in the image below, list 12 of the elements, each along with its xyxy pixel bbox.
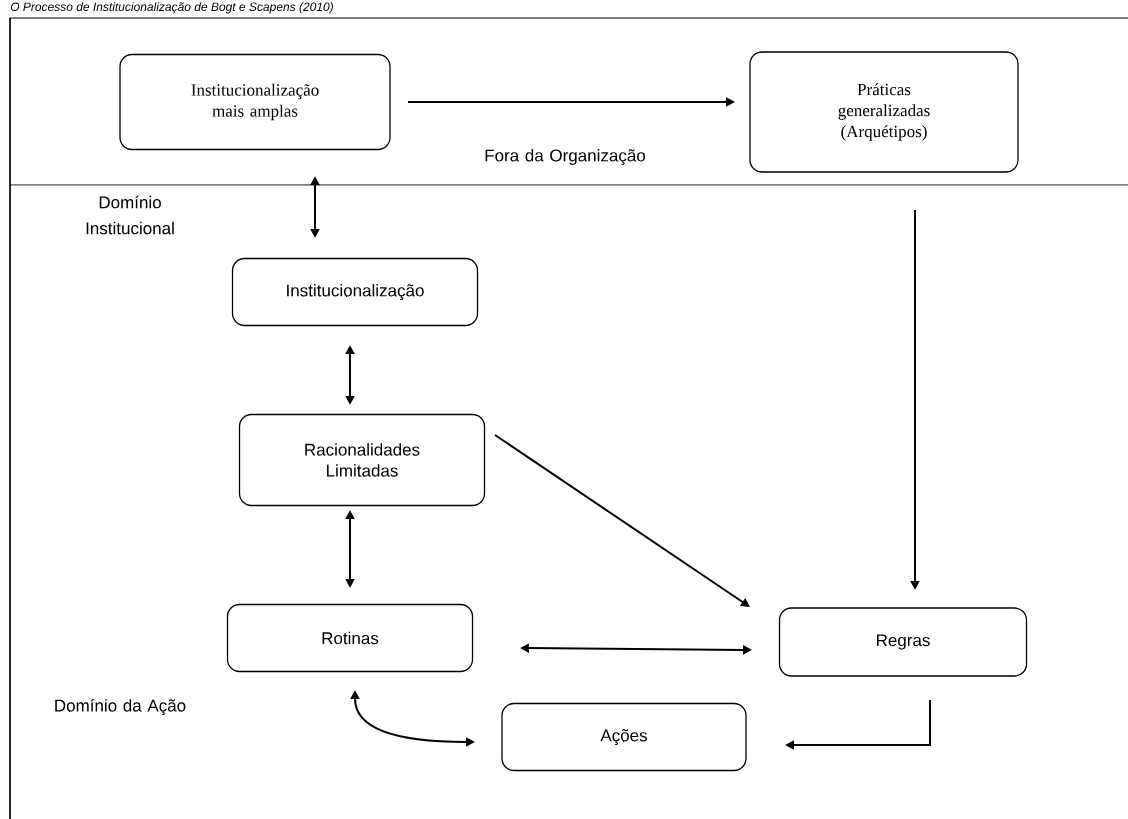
process-box: Práticas generalizadas (Arquétipos) xyxy=(749,51,1019,173)
process-box: Regras xyxy=(778,607,1028,677)
process-box: Rotinas xyxy=(226,603,474,673)
process-box: Racionalidades Limitadas xyxy=(238,413,486,507)
arrow xyxy=(494,434,750,607)
region-label: Domínio da Ação xyxy=(55,698,186,716)
title: O Processo de Institucionalização de Bogt e Scapens (2010) xyxy=(10,2,333,14)
region-label: Domínio Institucional xyxy=(86,195,174,235)
process-box: Institucionalização xyxy=(231,257,479,327)
process-box: Ações xyxy=(501,702,747,772)
process-box: Institucionalização mais amplas xyxy=(119,53,391,151)
region-label: Fora da Organização xyxy=(485,149,646,165)
